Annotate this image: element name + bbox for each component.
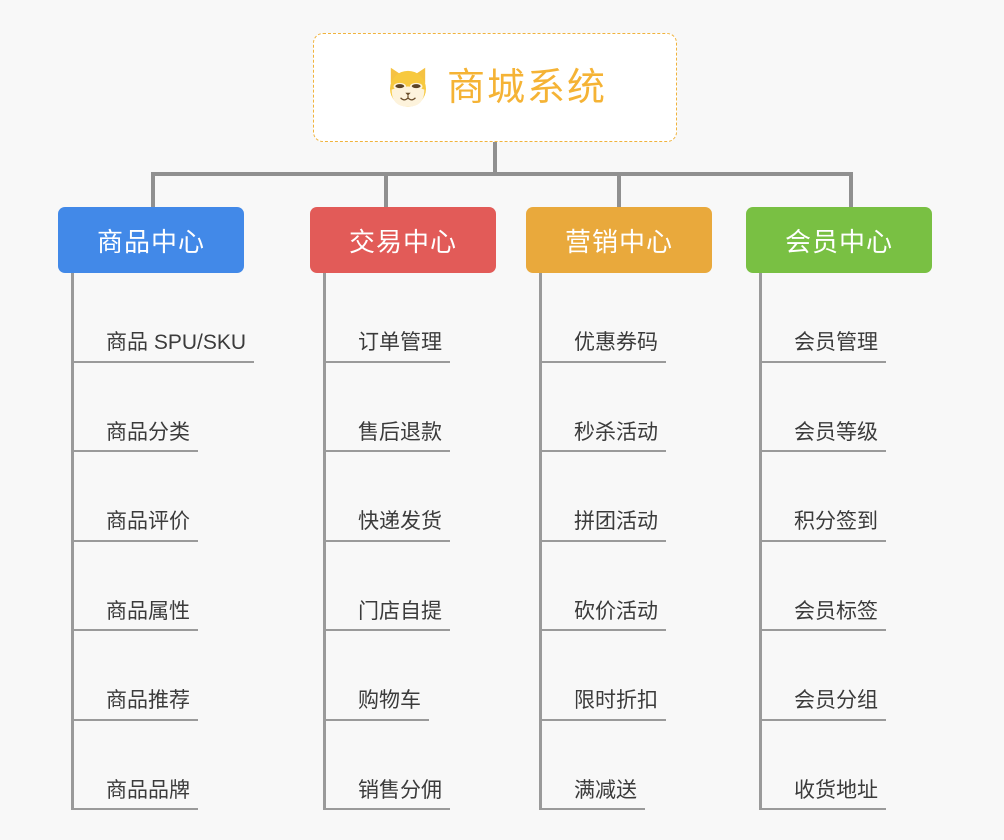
branch-product-center: 商品中心 商品 SPU/SKU 商品分类 商品评价 商品属性 商品推荐 商品品牌: [58, 207, 255, 810]
leaf-item[interactable]: 收货地址: [762, 721, 932, 810]
leaf-label: 秒杀活动: [542, 421, 666, 452]
leaf-item[interactable]: 快递发货: [326, 452, 496, 542]
connector-horizontal-bar: [151, 172, 853, 176]
connector-drop-4: [849, 172, 853, 207]
leaf-label: 商品属性: [74, 600, 198, 631]
leaf-list-4: 会员管理 会员等级 积分签到 会员标签 会员分组 收货地址: [759, 273, 932, 810]
leaf-label: 拼团活动: [542, 510, 666, 542]
leaf-label: 限时折扣: [542, 689, 666, 721]
leaf-item[interactable]: 门店自提: [326, 542, 496, 631]
leaf-label: 商品 SPU/SKU: [74, 331, 255, 363]
leaf-item[interactable]: 订单管理: [326, 273, 496, 363]
branch-header-2[interactable]: 交易中心: [310, 207, 496, 273]
leaf-label: 门店自提: [326, 600, 450, 631]
leaf-label: 积分签到: [762, 510, 886, 542]
leaf-item[interactable]: 积分签到: [762, 452, 932, 542]
leaf-label: 优惠券码: [542, 331, 666, 363]
leaf-item[interactable]: 售后退款: [326, 363, 496, 452]
leaf-item[interactable]: 优惠券码: [542, 273, 712, 363]
leaf-item[interactable]: 商品品牌: [74, 721, 244, 810]
branch-marketing-center: 营销中心 优惠券码 秒杀活动 拼团活动 砍价活动 限时折扣 满减送: [526, 207, 712, 810]
branch-header-label-3: 营销中心: [564, 226, 673, 257]
leaf-item[interactable]: 满减送: [542, 721, 712, 810]
shiba-dog-icon: [383, 63, 433, 113]
leaf-item[interactable]: 会员分组: [762, 631, 932, 721]
branch-header-4[interactable]: 会员中心: [746, 207, 932, 273]
leaf-label: 商品评价: [74, 510, 198, 542]
leaf-label: 满减送: [542, 779, 645, 810]
connector-drop-1: [151, 172, 155, 207]
branch-header-label-4: 会员中心: [784, 226, 893, 257]
leaf-label: 商品品牌: [74, 779, 198, 810]
leaf-item[interactable]: 会员标签: [762, 542, 932, 631]
leaf-label: 砍价活动: [542, 600, 666, 631]
leaf-label: 快递发货: [326, 510, 450, 542]
leaf-item[interactable]: 商品分类: [74, 363, 244, 452]
root-title: 商城系统: [446, 66, 607, 109]
leaf-item[interactable]: 限时折扣: [542, 631, 712, 721]
connector-root-stem: [493, 142, 497, 175]
leaf-item[interactable]: 拼团活动: [542, 452, 712, 542]
leaf-list-3: 优惠券码 秒杀活动 拼团活动 砍价活动 限时折扣 满减送: [539, 273, 712, 810]
leaf-item[interactable]: 商品评价: [74, 452, 244, 542]
branch-header-1[interactable]: 商品中心: [58, 207, 244, 273]
branch-member-center: 会员中心 会员管理 会员等级 积分签到 会员标签 会员分组 收货地址: [746, 207, 932, 810]
branch-trade-center: 交易中心 订单管理 售后退款 快递发货 门店自提 购物车 销售分佣: [310, 207, 496, 810]
leaf-label: 购物车: [326, 689, 429, 721]
leaf-label: 销售分佣: [326, 779, 450, 810]
leaf-label: 商品分类: [74, 421, 198, 452]
branch-header-label-1: 商品中心: [96, 226, 205, 257]
leaf-label: 订单管理: [326, 331, 450, 363]
leaf-item[interactable]: 秒杀活动: [542, 363, 712, 452]
leaf-item[interactable]: 商品属性: [74, 542, 244, 631]
leaf-item[interactable]: 商品推荐: [74, 631, 244, 721]
leaf-label: 会员管理: [762, 331, 886, 363]
connector-drop-2: [384, 172, 388, 207]
leaf-label: 收货地址: [762, 779, 886, 810]
branch-header-label-2: 交易中心: [348, 226, 457, 257]
leaf-label: 会员分组: [762, 689, 886, 721]
leaf-item[interactable]: 商品 SPU/SKU: [74, 273, 255, 363]
leaf-label: 售后退款: [326, 421, 450, 452]
leaf-label: 会员标签: [762, 600, 886, 631]
leaf-list-2: 订单管理 售后退款 快递发货 门店自提 购物车 销售分佣: [323, 273, 496, 810]
leaf-item[interactable]: 销售分佣: [326, 721, 496, 810]
leaf-item[interactable]: 砍价活动: [542, 542, 712, 631]
leaf-item[interactable]: 会员管理: [762, 273, 932, 363]
leaf-item[interactable]: 会员等级: [762, 363, 932, 452]
connector-drop-3: [617, 172, 621, 207]
leaf-label: 会员等级: [762, 421, 886, 452]
leaf-list-1: 商品 SPU/SKU 商品分类 商品评价 商品属性 商品推荐 商品品牌: [71, 273, 255, 810]
branch-header-3[interactable]: 营销中心: [526, 207, 712, 273]
leaf-item[interactable]: 购物车: [326, 631, 496, 721]
root-node[interactable]: 商城系统: [313, 33, 677, 142]
leaf-label: 商品推荐: [74, 689, 198, 721]
